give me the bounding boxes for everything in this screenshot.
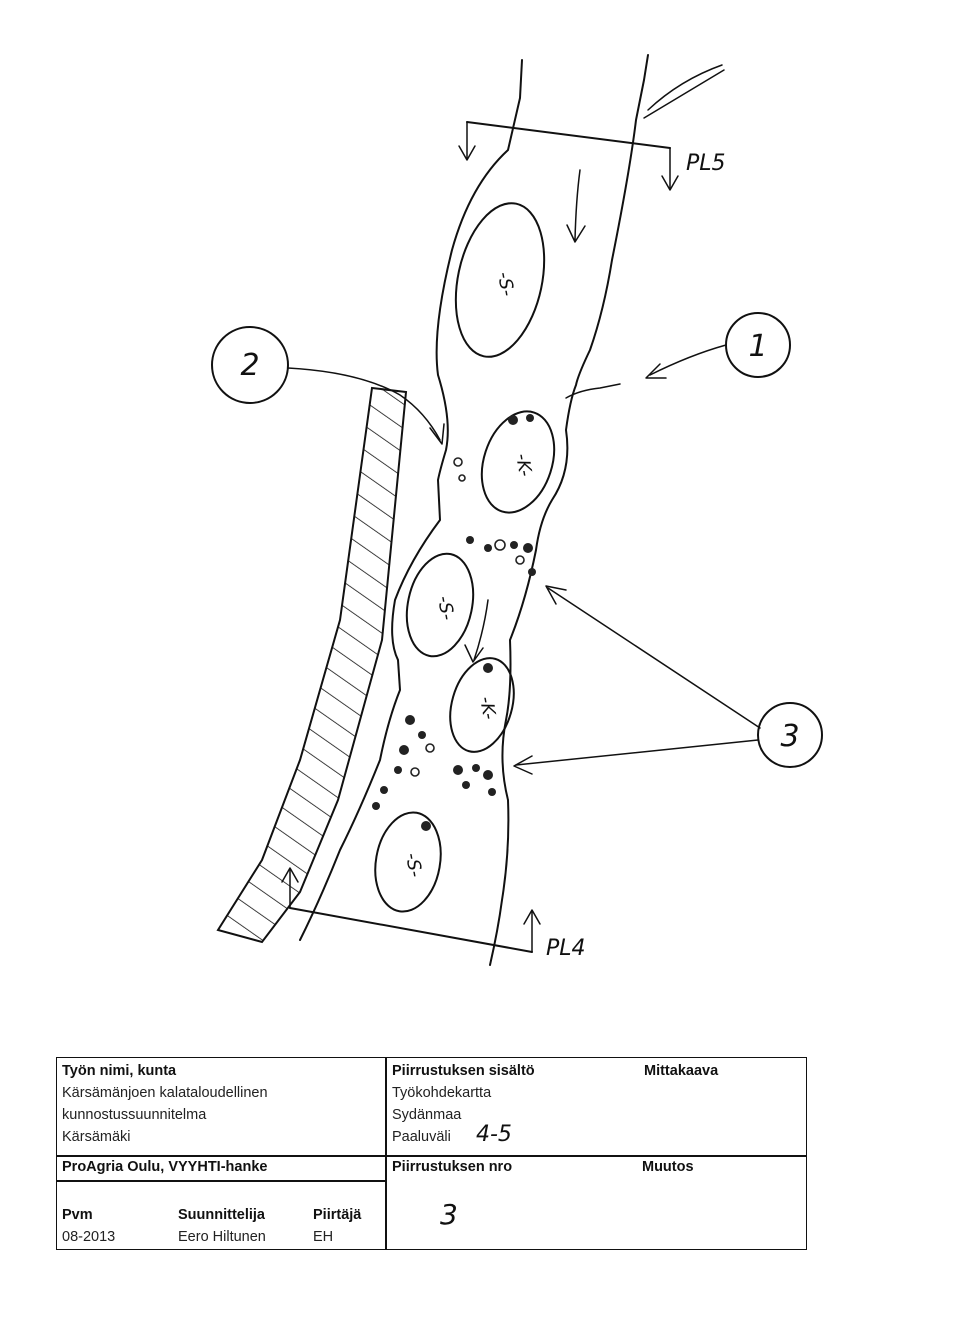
hatched-embankment: [216, 386, 408, 944]
callout-2-number: 2: [240, 348, 259, 383]
drafter-value: EH: [313, 1229, 334, 1245]
drafter-heading: Piirtäjä: [313, 1207, 362, 1223]
callout-1-number: 1: [748, 329, 767, 364]
contents-line-3-label: Paaluväli: [392, 1129, 451, 1145]
boulders: [372, 414, 536, 831]
callout-1: 1: [565, 312, 791, 399]
zone-pool-3: -S-: [374, 811, 442, 913]
zone-pool-2: -S-: [405, 552, 475, 658]
zone-label: -S-: [401, 851, 426, 879]
drawing-no-heading: Piirrustuksen nro: [392, 1159, 513, 1175]
title-block-divider-horizontal: [56, 1155, 807, 1157]
zone-label: -S-: [493, 270, 518, 298]
drawing-no-value: 3: [440, 1198, 458, 1231]
contents-line-2: Sydänmaa: [392, 1107, 462, 1123]
date-value: 08-2013: [62, 1229, 116, 1245]
scale-heading: Mittakaava: [644, 1063, 719, 1079]
project-line-3: Kärsämäki: [62, 1129, 131, 1145]
label-pl4: PL4: [546, 936, 586, 961]
project-line-2: kunnostussuunnitelma: [62, 1107, 207, 1123]
zone-label: -K-: [475, 695, 500, 721]
project-line-1: Kärsämänjoen kalataloudellinen: [62, 1085, 268, 1101]
organization: ProAgria Oulu, VYYHTI-hanke: [62, 1159, 268, 1175]
designer-heading: Suunnittelija: [178, 1207, 265, 1223]
designer-value: Eero Hiltunen: [178, 1229, 266, 1245]
river-outline: [299, 54, 725, 966]
contents-line-1: Työkohdekartta: [392, 1085, 492, 1101]
title-block-frame: [56, 1057, 807, 1250]
contents-line-3-value: 4-5: [476, 1122, 512, 1147]
callout-3-number: 3: [780, 719, 799, 754]
site-sketch: PL5 PL4 -S- -K- -S- -K- -S-: [211, 54, 823, 966]
zone-riffle-2: -K-: [449, 657, 515, 753]
date-heading: Pvm: [62, 1207, 93, 1223]
revision-heading: Muutos: [642, 1159, 694, 1175]
zone-riffle-1: -K-: [480, 410, 556, 514]
profile-line-pl5: PL5: [458, 121, 726, 191]
project-heading: Työn nimi, kunta: [62, 1063, 177, 1079]
title-block-divider-vertical: [385, 1057, 387, 1250]
label-pl5: PL5: [686, 151, 726, 176]
profile-line-pl4: PL4: [281, 867, 586, 961]
title-block-divider-horizontal-2: [56, 1180, 386, 1182]
callout-3: 3: [513, 585, 823, 775]
zone-pool-1: -S-: [454, 202, 546, 358]
contents-heading: Piirrustuksen sisältö: [392, 1063, 535, 1079]
zone-label: -S-: [433, 594, 458, 622]
callout-2: 2: [211, 326, 445, 445]
zone-label: -K-: [511, 452, 536, 478]
flow-arrows: [464, 169, 586, 663]
